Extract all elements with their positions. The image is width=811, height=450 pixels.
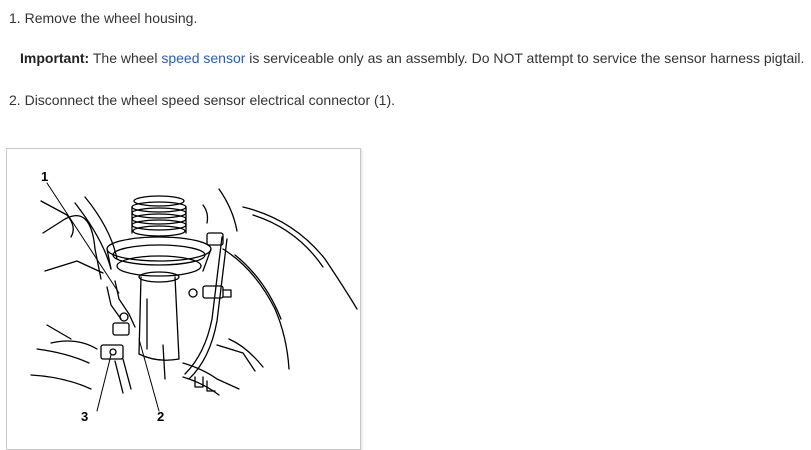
callout-1: 1 — [41, 169, 48, 184]
leader-lines — [46, 182, 160, 412]
step-2-number: 2. — [9, 92, 21, 108]
step-2: 2. Disconnect the wheel speed sensor ele… — [9, 91, 395, 109]
step-1-text: Remove the wheel housing. — [24, 10, 198, 26]
step-1-number: 1. — [9, 10, 21, 26]
spring-seat — [106, 236, 212, 283]
step-2-text: Disconnect the wheel speed sensor electr… — [24, 92, 395, 108]
speed-sensor-link[interactable]: speed sensor — [161, 50, 246, 66]
wheel-speed-sensor-illustration: 1 2 3 — [6, 148, 361, 450]
important-note: Important: The wheel speed sensor is ser… — [20, 49, 804, 67]
important-label: Important: — [20, 50, 90, 66]
note-text-after: is serviceable only as an assembly. Do N… — [249, 50, 805, 66]
frame-lines — [30, 196, 118, 390]
step-1: 1. Remove the wheel housing. — [9, 9, 197, 27]
note-text-before: The wheel — [92, 50, 158, 66]
callout-3: 3 — [81, 409, 88, 424]
illustration-drawing: 1 2 3 — [30, 169, 358, 424]
steering-knuckle — [162, 338, 264, 396]
sensor-harness — [184, 232, 232, 380]
callout-2: 2 — [157, 409, 164, 424]
coil-spring — [131, 195, 187, 237]
strut-body — [138, 276, 180, 361]
wheel-housing-outline — [202, 188, 358, 370]
